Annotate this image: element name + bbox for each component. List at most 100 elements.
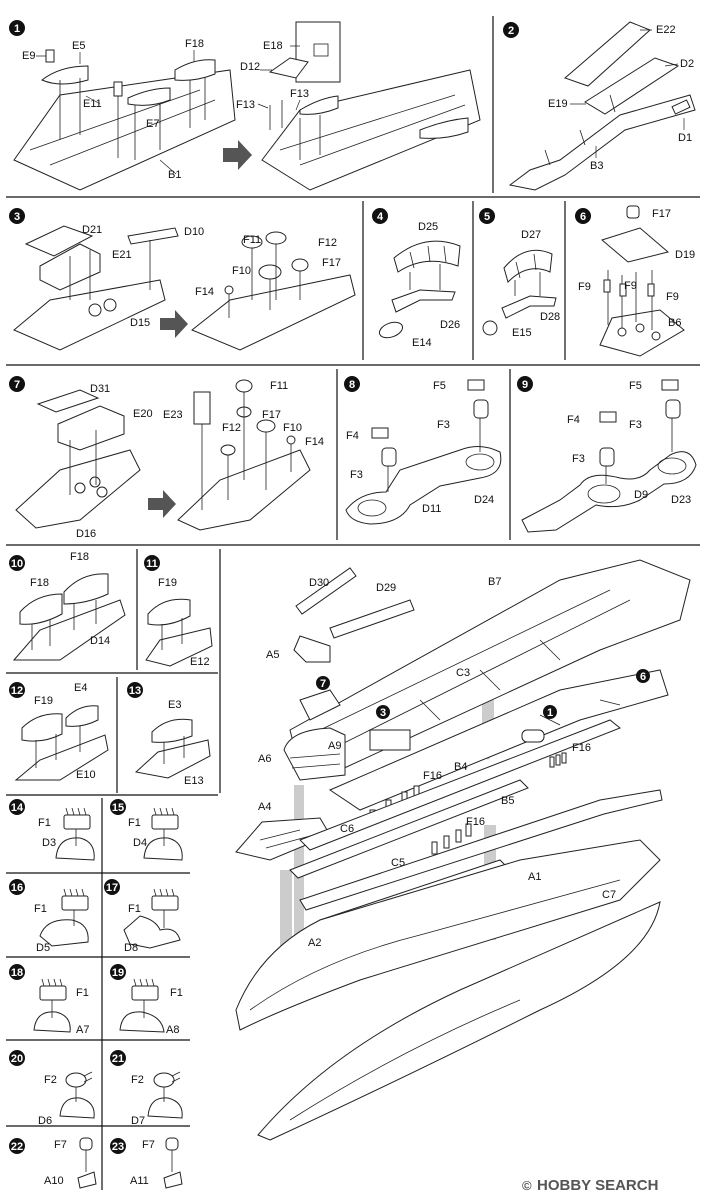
part-label: D27 [521, 229, 541, 241]
step-7-badge: 7 [9, 376, 25, 392]
part-label: F13 [290, 88, 309, 100]
part-label: D21 [82, 224, 102, 236]
part-label: A9 [328, 740, 341, 752]
part-label: D26 [440, 319, 460, 331]
step-7-panel: 7 D31 E20 D16 E23 F11 F17 F12 F10 F14 [9, 376, 324, 540]
part-label: F9 [666, 291, 679, 303]
part-label: D25 [418, 221, 438, 233]
part-label: F3 [437, 419, 450, 431]
part-label: F1 [34, 903, 47, 915]
part-label: D9 [634, 489, 648, 501]
panel-dividers [6, 16, 700, 1190]
step-1-labels: E9 E5 E11 E7 B1 F18 E18 D12 F13 F13 [22, 38, 309, 181]
svg-text:10: 10 [11, 558, 23, 570]
part-label: E10 [76, 769, 96, 781]
svg-text:8: 8 [349, 379, 355, 391]
part-label: A7 [76, 1024, 89, 1036]
step-3-panel: 3 D21 E21 D15 D10 F11 F12 F10 F17 F14 [9, 208, 356, 351]
part-label: F1 [170, 987, 183, 999]
step-23-badge: 23 [110, 1138, 126, 1154]
part-label: D30 [309, 577, 329, 589]
part-label: F1 [128, 903, 141, 915]
part-label: F4 [346, 430, 359, 442]
part-label: D11 [422, 503, 441, 515]
part-label: D29 [376, 582, 396, 594]
part-label: C3 [456, 667, 470, 679]
part-label: A11 [130, 1175, 149, 1187]
step-14-panel: 14 F1 D3 [9, 799, 95, 861]
step-19-badge: 19 [110, 964, 126, 980]
assembly-marker-3: 3 [376, 705, 390, 719]
assembly-marker-6: 6 [636, 669, 650, 683]
part-label: D31 [90, 383, 110, 395]
step-6-labels: F17 D19 F9 F9 F9 B6 [578, 208, 695, 329]
step-18-panel: 18 F1 A7 [9, 964, 89, 1036]
svg-text:3: 3 [14, 211, 20, 223]
step-10-badge: 10 [9, 555, 25, 571]
step-2-badge: 2 [503, 22, 519, 38]
svg-text:16: 16 [11, 882, 23, 894]
svg-text:13: 13 [129, 685, 141, 697]
step-13-badge: 13 [127, 682, 143, 698]
svg-text:1: 1 [547, 707, 553, 719]
svg-text:6: 6 [580, 211, 586, 223]
step-11-badge: 11 [144, 555, 160, 571]
svg-text:17: 17 [106, 882, 118, 894]
step-19-panel: 19 F1 A8 [110, 964, 183, 1036]
step-12-labels: F19 E4 E10 [34, 682, 96, 781]
step-3-labels: D21 E21 D15 D10 F11 F12 F10 F17 F14 [82, 224, 341, 329]
step-11-labels: F19 E12 [158, 577, 210, 668]
step-10-labels: F18 F18 D14 [30, 551, 110, 647]
part-label: F11 [243, 234, 261, 246]
part-label: E19 [548, 98, 568, 110]
part-label: E23 [163, 409, 183, 421]
arrow-icon [160, 310, 188, 338]
part-label: E3 [168, 699, 181, 711]
part-label: F3 [629, 419, 642, 431]
part-label: F17 [322, 257, 341, 269]
main-assembly: 7 3 1 6 D30 D29 B7 A5 C3 A9 A6 F16 F16 F… [235, 559, 691, 1141]
arrow-icon [148, 490, 176, 518]
step-10-panel: 10 F18 F18 D14 [9, 551, 126, 661]
svg-text:18: 18 [11, 967, 23, 979]
part-label: C7 [602, 889, 616, 901]
part-label: E18 [263, 40, 283, 52]
part-label: F14 [305, 436, 324, 448]
part-label: F18 [30, 577, 49, 589]
part-label: D23 [671, 494, 691, 506]
step-8-labels: F5 F4 F3 F3 D11 D24 [346, 380, 494, 515]
svg-text:22: 22 [11, 1141, 23, 1153]
part-label: E11 [83, 98, 102, 110]
part-label: A6 [258, 753, 271, 765]
part-label: F2 [131, 1074, 144, 1086]
part-label: F17 [652, 208, 671, 220]
step-15-panel: 15 F1 D4 [110, 799, 183, 861]
part-label: F9 [578, 281, 591, 293]
svg-text:5: 5 [484, 211, 490, 223]
svg-text:7: 7 [14, 379, 20, 391]
svg-text:3: 3 [380, 707, 386, 719]
svg-text:12: 12 [11, 685, 23, 697]
part-label: E14 [412, 337, 432, 349]
step-5-badge: 5 [479, 208, 495, 224]
part-label: F5 [433, 380, 446, 392]
svg-text:2: 2 [508, 25, 514, 37]
svg-text:19: 19 [112, 967, 124, 979]
part-label: E9 [22, 50, 35, 62]
step-6-badge: 6 [575, 208, 591, 224]
part-label: B3 [590, 160, 603, 172]
arrow-icon [223, 140, 252, 170]
part-label: F11 [270, 380, 288, 392]
part-label: E12 [190, 656, 210, 668]
svg-text:20: 20 [11, 1053, 23, 1065]
part-label: A2 [308, 937, 321, 949]
part-label: D15 [130, 317, 150, 329]
part-label: F18 [185, 38, 204, 50]
part-label: F12 [318, 237, 337, 249]
part-label: F1 [128, 817, 141, 829]
svg-text:9: 9 [522, 379, 528, 391]
part-label: F10 [232, 265, 251, 277]
step-5-labels: D27 D28 E15 [512, 229, 560, 339]
part-label: A1 [528, 871, 541, 883]
step-9-labels: F5 F4 F3 F3 D9 D23 [567, 380, 691, 506]
